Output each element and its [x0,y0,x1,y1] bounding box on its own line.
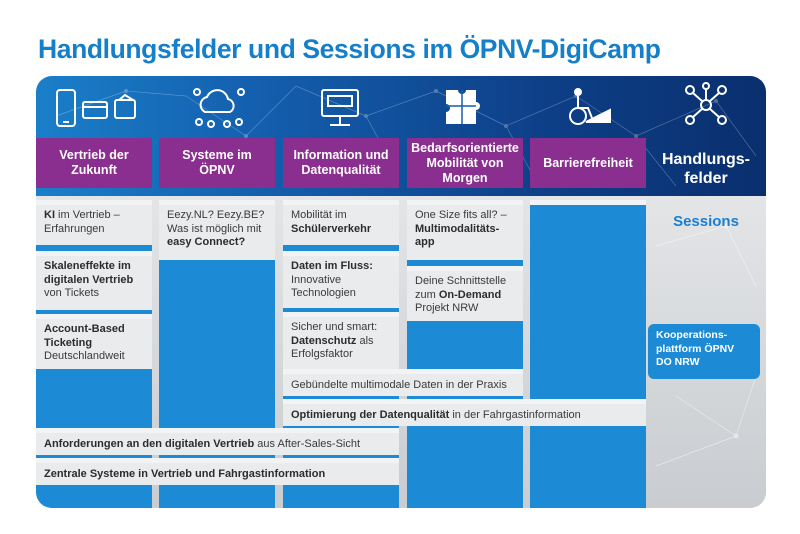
session-bold: Anforderungen an den digitalen Vertrieb [44,438,255,450]
kooperation-box: Kooperations-plattform ÖPNV DO NRW [648,324,760,379]
payment-icon [53,86,143,132]
page-title: Handlungsfelder und Sessions im ÖPNV-Dig… [38,34,661,64]
separator [36,458,399,463]
separator [283,312,399,317]
sessions-label: Sessions [673,213,739,230]
session-card: Deine Schnittstelle zum On-Demand Projek… [407,271,523,321]
puzzle-icon [432,84,492,130]
separator [36,251,152,256]
cloud-network-icon [189,84,249,130]
session-bold: Datenschutz [291,334,357,347]
separator [283,200,399,205]
session-card: Mobilität im Schülerverkehr [283,205,399,245]
session-text: aus After-Sales-Sicht [254,438,361,450]
session-text: in der Fahrgastinformation [449,409,581,421]
session-card: One Size fits all? – Multimodalitäts-app [407,205,523,260]
session-text: von Tickets [44,287,100,299]
separator [36,428,399,433]
session-text: Gebündelte multimodale Daten in der Prax… [291,379,507,391]
separator [36,200,152,205]
session-bar-wide: Zentrale Systeme in Vertrieb und Fahrgas… [36,463,399,485]
header-barrierefreiheit: Barrierefreiheit [530,138,646,188]
session-text: Deutschlandweit [44,350,125,362]
session-text: Sicher und smart: [291,321,378,333]
session-text: One Size fits all? – [415,209,507,221]
session-text: Mobilität im [291,209,347,221]
separator [283,369,523,374]
separator [407,266,523,271]
header-information: Information und Datenqualität [283,138,399,188]
session-bold: Optimierung der Datenqualität [291,409,450,421]
session-card: Skaleneffekte im digitalen Vertrieb von … [36,256,152,310]
header-systeme: Systeme im ÖPNV [159,138,275,188]
session-text: Eezy.NL? Eezy.BE? Was ist möglich mit [167,209,265,235]
session-text: Deine Schnittstelle zum [415,275,507,301]
network-hub-icon [676,82,736,128]
session-bold: easy Connect? [167,236,246,248]
session-text: Projekt NRW [415,302,479,314]
separator [159,200,275,205]
session-card: KI im Vertrieb – Erfahrungen [36,205,152,245]
diagram-frame: Vertrieb der Zukunft Systeme im ÖPNV Inf… [36,76,766,508]
session-bar-wide: Anforderungen an den digitalen Vertrieb … [36,433,399,455]
separator [407,200,523,205]
session-bold: Daten im Fluss: [291,260,373,272]
monitor-icon [310,84,370,130]
session-text: als Erfolgsfaktor [291,334,374,361]
session-card: Sicher und smart: Datenschutz als Erfolg… [283,317,399,369]
session-text: Innovative Technologien [291,273,356,300]
header-bedarf: Bedarfsorientierte Mobilität von Morgen [407,138,523,188]
session-card: Daten im Fluss: Innovative Technologien [283,256,399,308]
wheelchair-icon [556,84,616,130]
session-bar-wide: Gebündelte multimodale Daten in der Prax… [283,374,523,396]
session-bold: Account-Based Ticketing [44,323,125,349]
separator [530,200,646,205]
session-card: Eezy.NL? Eezy.BE? Was ist möglich mit ea… [159,205,275,260]
session-card: Account-Based Ticketing Deutschlandweit [36,319,152,369]
session-bold: On-Demand [438,288,502,301]
session-bold: Multimodalitäts-app [415,222,500,249]
session-bold: KI [44,209,55,221]
session-bold: Zentrale Systeme in Vertrieb und Fahrgas… [44,468,326,480]
session-bold: Schülerverkehr [291,222,372,235]
session-bold: Skaleneffekte im digitalen Vertrieb [44,260,134,286]
separator [283,251,399,256]
header-vertrieb: Vertrieb der Zukunft [36,138,152,188]
session-bar-wide: Optimierung der Datenqualität in der Fah… [283,404,646,426]
column-barrierefreiheit [530,200,646,508]
separator [283,399,646,404]
session-text: im Vertrieb – Erfahrungen [44,209,120,235]
handlungsfelder-label: Handlungs-felder [662,151,750,187]
separator [36,314,152,319]
